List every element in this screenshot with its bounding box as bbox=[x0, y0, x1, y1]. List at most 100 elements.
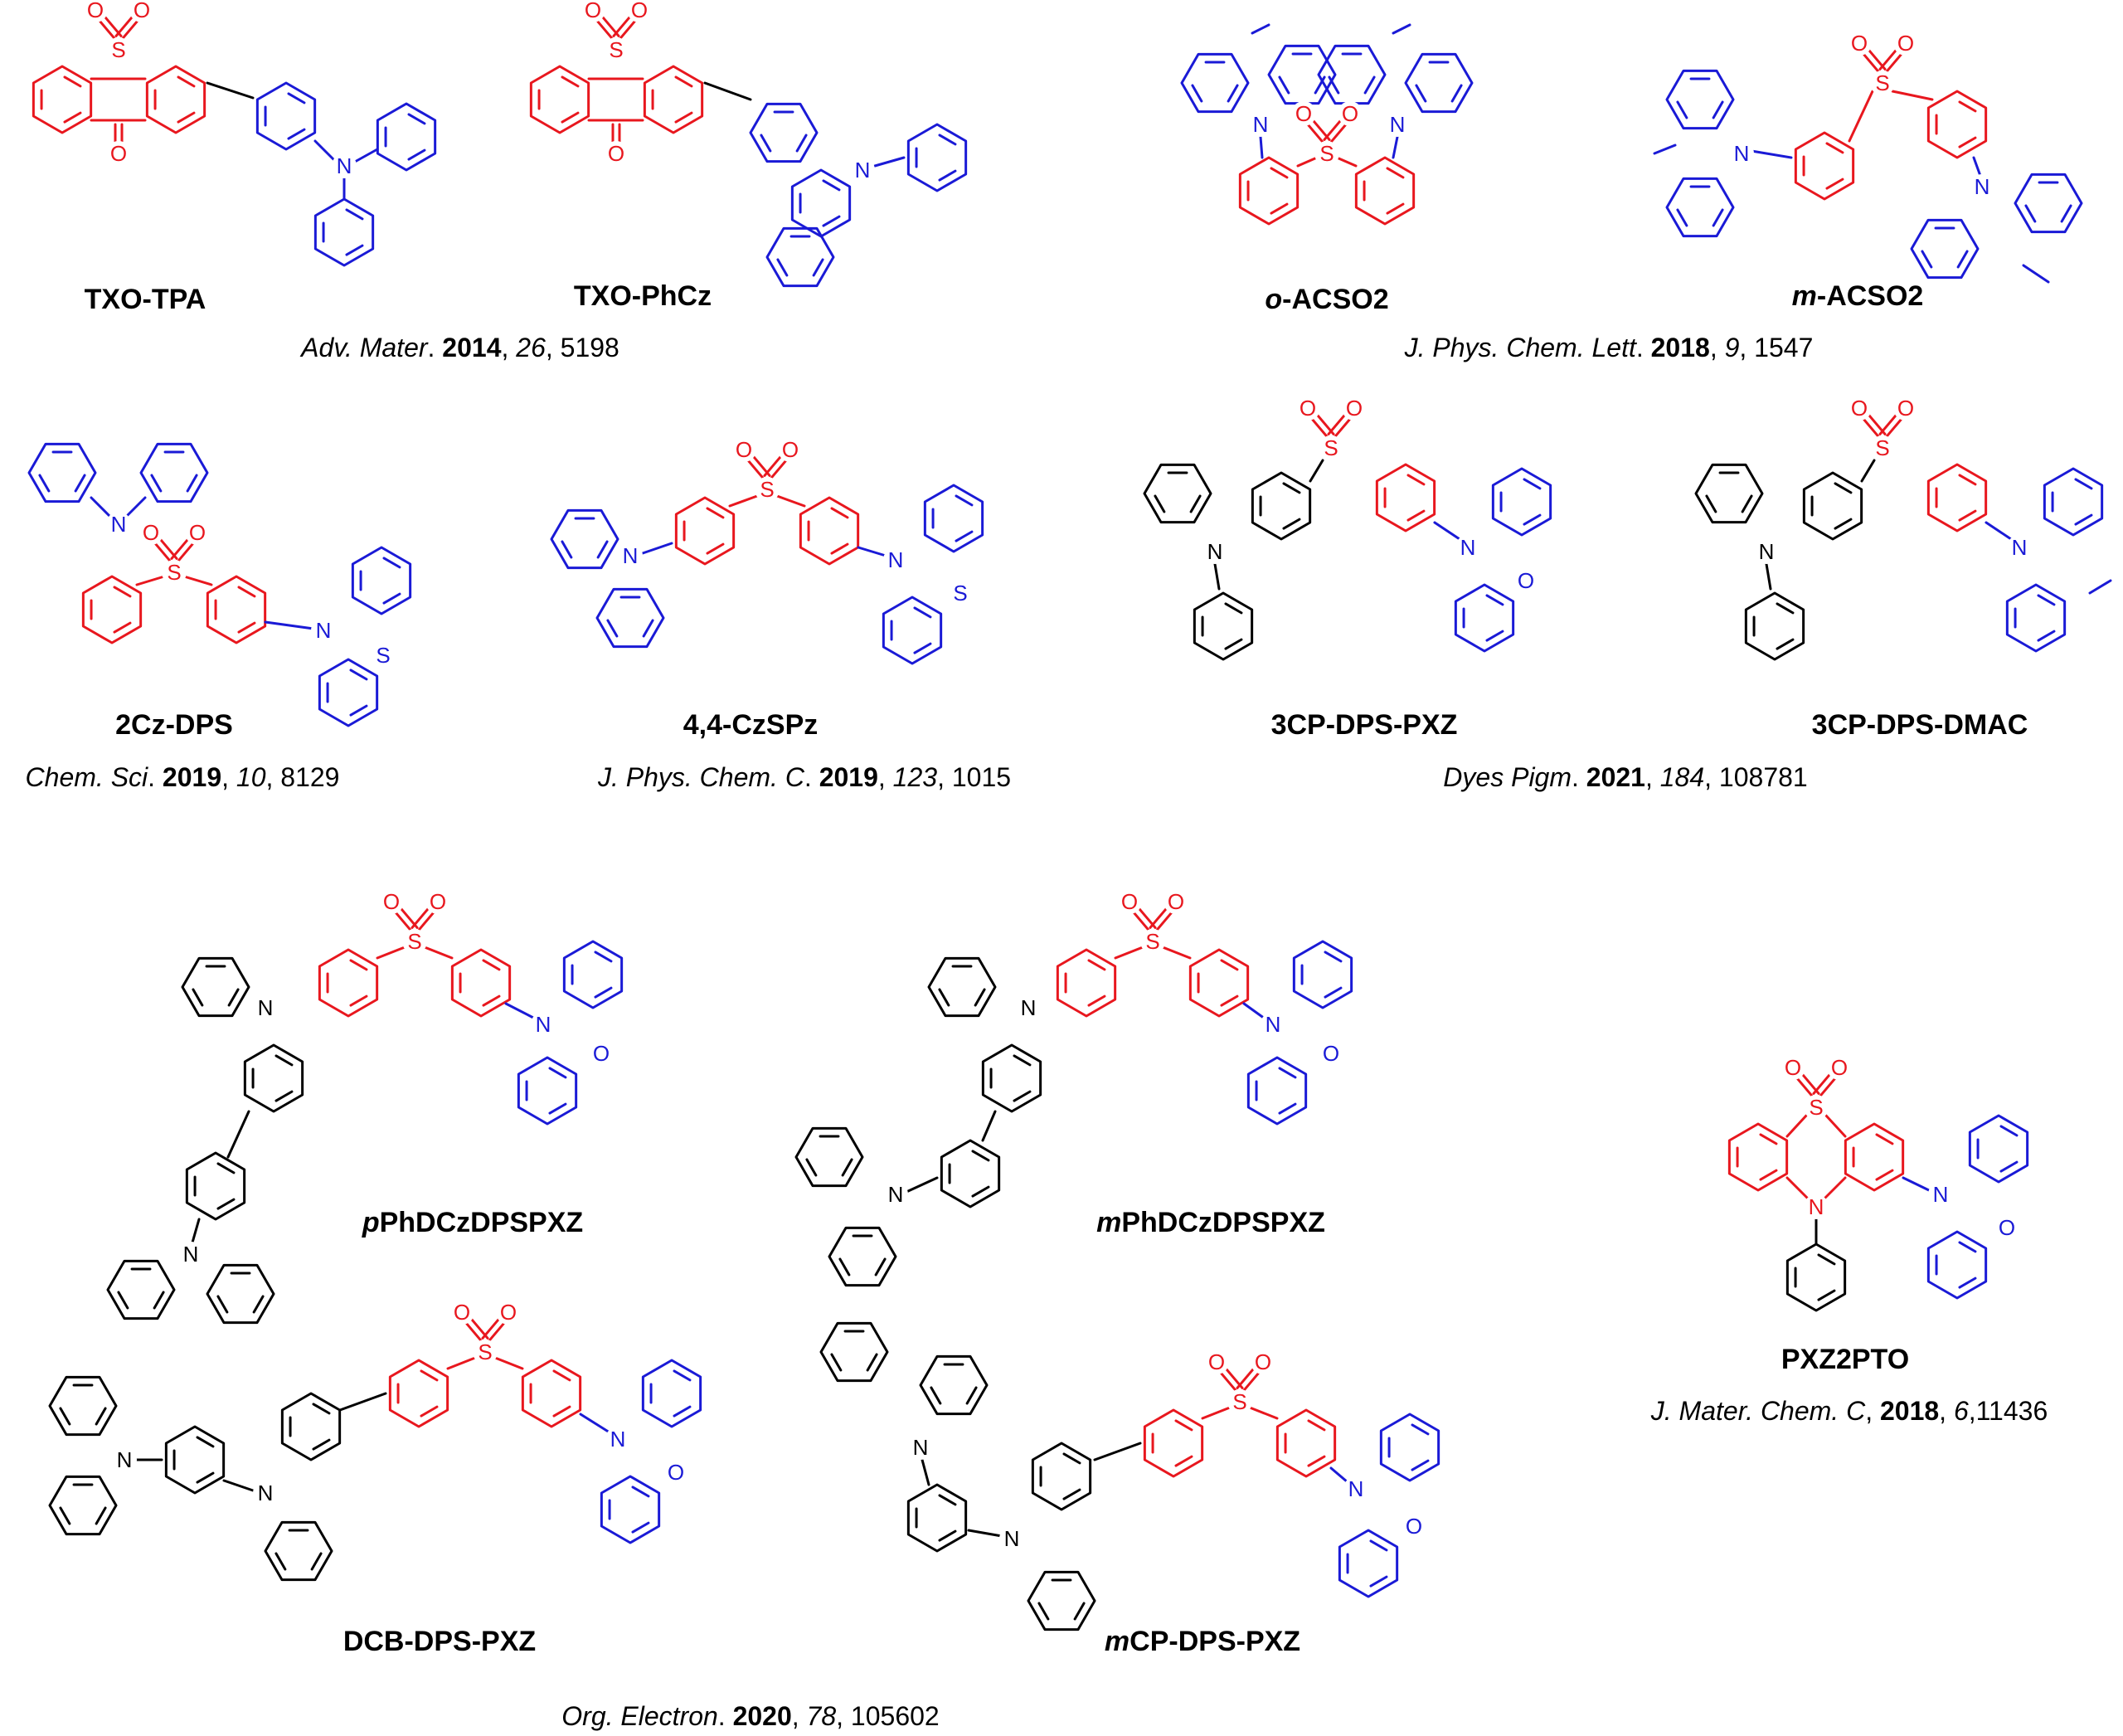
sulfur-atom: S bbox=[1809, 1095, 1823, 1120]
ref-pages: 5198 bbox=[561, 333, 619, 362]
double-bond bbox=[866, 1353, 878, 1372]
double-bond bbox=[938, 1529, 957, 1542]
single-bond bbox=[423, 946, 454, 960]
ref-journal: J. Phys. Chem. Lett bbox=[1404, 333, 1637, 362]
double-bond bbox=[59, 1407, 71, 1426]
atom-backdrop bbox=[185, 520, 210, 545]
double-bond bbox=[552, 1369, 571, 1382]
oxygen-atom: O bbox=[1168, 889, 1184, 914]
single-bond bbox=[857, 546, 887, 557]
double-bond bbox=[1523, 478, 1542, 490]
double-bond bbox=[113, 586, 132, 598]
ref-volume: 78 bbox=[807, 1701, 837, 1731]
single-bond bbox=[123, 496, 147, 520]
double-bond bbox=[1191, 84, 1203, 103]
benzene-ring bbox=[1143, 463, 1212, 524]
benzene-ring bbox=[940, 1139, 1001, 1208]
sulfur-atom: S bbox=[407, 929, 421, 954]
reference-jpcl: J. Phys. Chem. Lett. 2018, 9, 1547 bbox=[1404, 333, 1814, 362]
benzene-ring bbox=[641, 1359, 702, 1428]
double-bond bbox=[1327, 411, 1348, 435]
oxygen-atom: O bbox=[1323, 1041, 1339, 1066]
benzene-ring bbox=[521, 1359, 582, 1428]
oxygen-atom: O bbox=[1851, 31, 1868, 56]
atom-backdrop bbox=[311, 618, 336, 643]
oxygen-atom: O bbox=[1208, 1349, 1225, 1374]
benzene-ring bbox=[318, 948, 379, 1018]
double-bond bbox=[1817, 1075, 1839, 1100]
atom-backdrop bbox=[106, 512, 131, 537]
atom-backdrop bbox=[425, 889, 450, 914]
double-bond bbox=[74, 474, 86, 493]
benzene-ring bbox=[1665, 177, 1735, 238]
double-bond bbox=[177, 111, 196, 124]
benzene-ring bbox=[765, 226, 835, 288]
benzene-ring bbox=[1926, 90, 1988, 159]
double-bond bbox=[1878, 46, 1900, 71]
double-bond bbox=[1676, 208, 1688, 227]
benzene-ring bbox=[927, 956, 997, 1018]
benzene-ring bbox=[1193, 591, 1254, 661]
ref-comma: , bbox=[878, 762, 893, 792]
double-bond bbox=[1062, 1488, 1081, 1500]
nitrogen-atom: N bbox=[316, 618, 332, 643]
benzene-ring bbox=[450, 948, 512, 1018]
benzene-ring bbox=[139, 442, 209, 503]
atom-backdrop bbox=[1513, 568, 1538, 593]
nitrogen-atom: N bbox=[2012, 535, 2028, 560]
double-bond bbox=[1328, 121, 1349, 146]
single-bond bbox=[579, 1413, 611, 1434]
double-bond bbox=[1712, 100, 1724, 119]
benzene-ring bbox=[923, 484, 984, 553]
double-bond bbox=[287, 128, 306, 140]
benzene-ring bbox=[313, 197, 375, 267]
double-bond bbox=[1227, 84, 1239, 103]
benzene-ring bbox=[48, 1475, 118, 1536]
benzene-ring bbox=[882, 596, 943, 665]
double-bond bbox=[1363, 75, 1376, 95]
single-bond bbox=[728, 494, 759, 508]
ref-comma: , bbox=[1645, 762, 1660, 792]
double-bond bbox=[874, 1257, 887, 1276]
compound-name: -ACSO2 bbox=[1282, 284, 1388, 315]
single-bond bbox=[775, 494, 806, 508]
double-bond bbox=[938, 169, 957, 182]
single-bond bbox=[1335, 156, 1358, 168]
benzene-ring bbox=[906, 1483, 968, 1553]
ref-volume: 9 bbox=[1725, 333, 1740, 362]
double-bond bbox=[1189, 494, 1202, 513]
nitrogen-atom: N bbox=[1933, 1182, 1949, 1207]
benzene-ring bbox=[600, 1475, 661, 1544]
reference-org-electron: Org. Electron. 2020, 78, 105602 bbox=[561, 1701, 939, 1731]
compound-name: -ACSO2 bbox=[1817, 280, 1923, 312]
double-bond bbox=[795, 134, 808, 153]
double-bond bbox=[1328, 75, 1340, 95]
double-bond bbox=[971, 1185, 990, 1198]
double-bond bbox=[312, 1403, 331, 1415]
benzene-ring bbox=[1802, 471, 1863, 541]
double-bond bbox=[1220, 994, 1239, 1007]
double-bond bbox=[345, 208, 364, 221]
oxygen-atom: O bbox=[585, 0, 601, 22]
benzene-ring bbox=[351, 546, 412, 615]
reference-chem-sci: Chem. Sci. 2019, 10, 8129 bbox=[26, 762, 340, 792]
benzene-ring bbox=[1143, 1408, 1204, 1478]
ref-sep: , bbox=[1865, 1396, 1880, 1426]
double-bond bbox=[1817, 1253, 1836, 1266]
benzene-ring bbox=[906, 123, 968, 192]
atom-backdrop bbox=[1227, 1389, 1252, 1414]
double-bond bbox=[1241, 1369, 1262, 1394]
ref-journal: Chem. Sci bbox=[26, 762, 148, 792]
benzene-ring bbox=[1354, 156, 1416, 226]
double-bond bbox=[1875, 1169, 1894, 1181]
single-bond bbox=[967, 1529, 1003, 1538]
oxygen-atom: O bbox=[1897, 396, 1914, 421]
double-bond bbox=[1794, 1075, 1815, 1100]
nitrogen-atom: N bbox=[1734, 141, 1750, 166]
double-bond bbox=[1062, 1452, 1081, 1465]
oxygen-atom: O bbox=[1851, 396, 1868, 421]
compound-label-3cp-dps-pxz: 3CP-DPS-PXZ bbox=[1271, 709, 1458, 741]
atom-backdrop bbox=[2007, 535, 2032, 560]
double-bond bbox=[594, 986, 613, 999]
double-bond bbox=[1324, 951, 1343, 963]
